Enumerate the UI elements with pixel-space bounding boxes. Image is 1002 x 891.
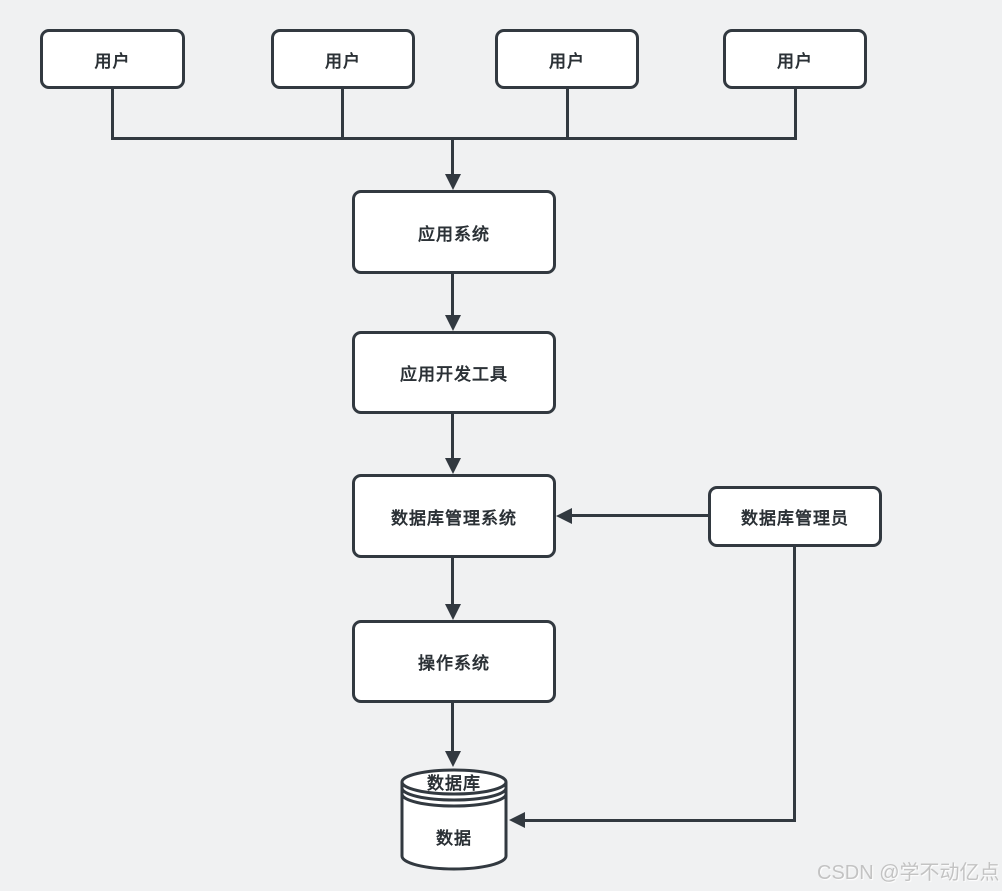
connector-dba-to-dbms: [571, 514, 708, 517]
user-node-2: 用户: [271, 29, 415, 89]
connector-dbms-to-os: [451, 558, 454, 606]
arrowhead-os-icon: [445, 604, 461, 620]
arrowhead-database-left-icon: [509, 812, 525, 828]
arrowhead-database-icon: [445, 751, 461, 767]
connector-user3-stub: [566, 89, 569, 140]
connector-devtools-to-dbms: [451, 414, 454, 460]
connector-user1-stub: [111, 89, 114, 140]
user-node-1: 用户: [40, 29, 185, 89]
connector-user4-stub: [794, 89, 797, 140]
dba-node: 数据库管理员: [708, 486, 882, 547]
dev-tools-node: 应用开发工具: [352, 331, 556, 414]
arrowhead-devtools-icon: [445, 315, 461, 331]
connector-os-to-database: [451, 703, 454, 753]
user-node-3-label: 用户: [549, 51, 585, 71]
connector-dba-to-database: [525, 819, 796, 822]
connector-users-bus: [111, 137, 797, 140]
dba-label: 数据库管理员: [741, 509, 849, 528]
app-system-label: 应用系统: [418, 224, 490, 244]
user-node-3: 用户: [495, 29, 639, 89]
dbms-node: 数据库管理系统: [352, 474, 556, 558]
user-node-4-label: 用户: [777, 51, 813, 71]
database-content-label: 数据: [436, 828, 472, 848]
watermark: CSDN @学不动亿点: [817, 862, 1000, 884]
dev-tools-label: 应用开发工具: [400, 365, 508, 384]
database-cylinder: 数据库 数据: [400, 768, 508, 871]
user-node-2-label: 用户: [325, 51, 361, 71]
database-cylinder-ring-1: [400, 787, 508, 802]
app-system-node: 应用系统: [352, 190, 556, 274]
user-node-1-label: 用户: [94, 51, 131, 71]
os-label: 操作系统: [418, 654, 490, 673]
database-cylinder-ring-2: [400, 793, 508, 808]
database-cylinder-top: [400, 768, 508, 796]
database-label: 数据库: [427, 773, 481, 793]
dbms-label: 数据库管理系统: [391, 508, 517, 528]
arrowhead-dbms-icon: [445, 458, 461, 474]
arrowhead-dbms-left-icon: [556, 508, 572, 524]
connector-appsystem-to-devtools: [451, 274, 454, 317]
os-node: 操作系统: [352, 620, 556, 703]
connector-dba-down: [793, 547, 796, 822]
user-node-4: 用户: [723, 29, 867, 89]
connector-bus-to-appsystem: [451, 140, 454, 176]
arrowhead-appsystem-icon: [445, 174, 461, 190]
connector-user2-stub: [341, 89, 344, 140]
